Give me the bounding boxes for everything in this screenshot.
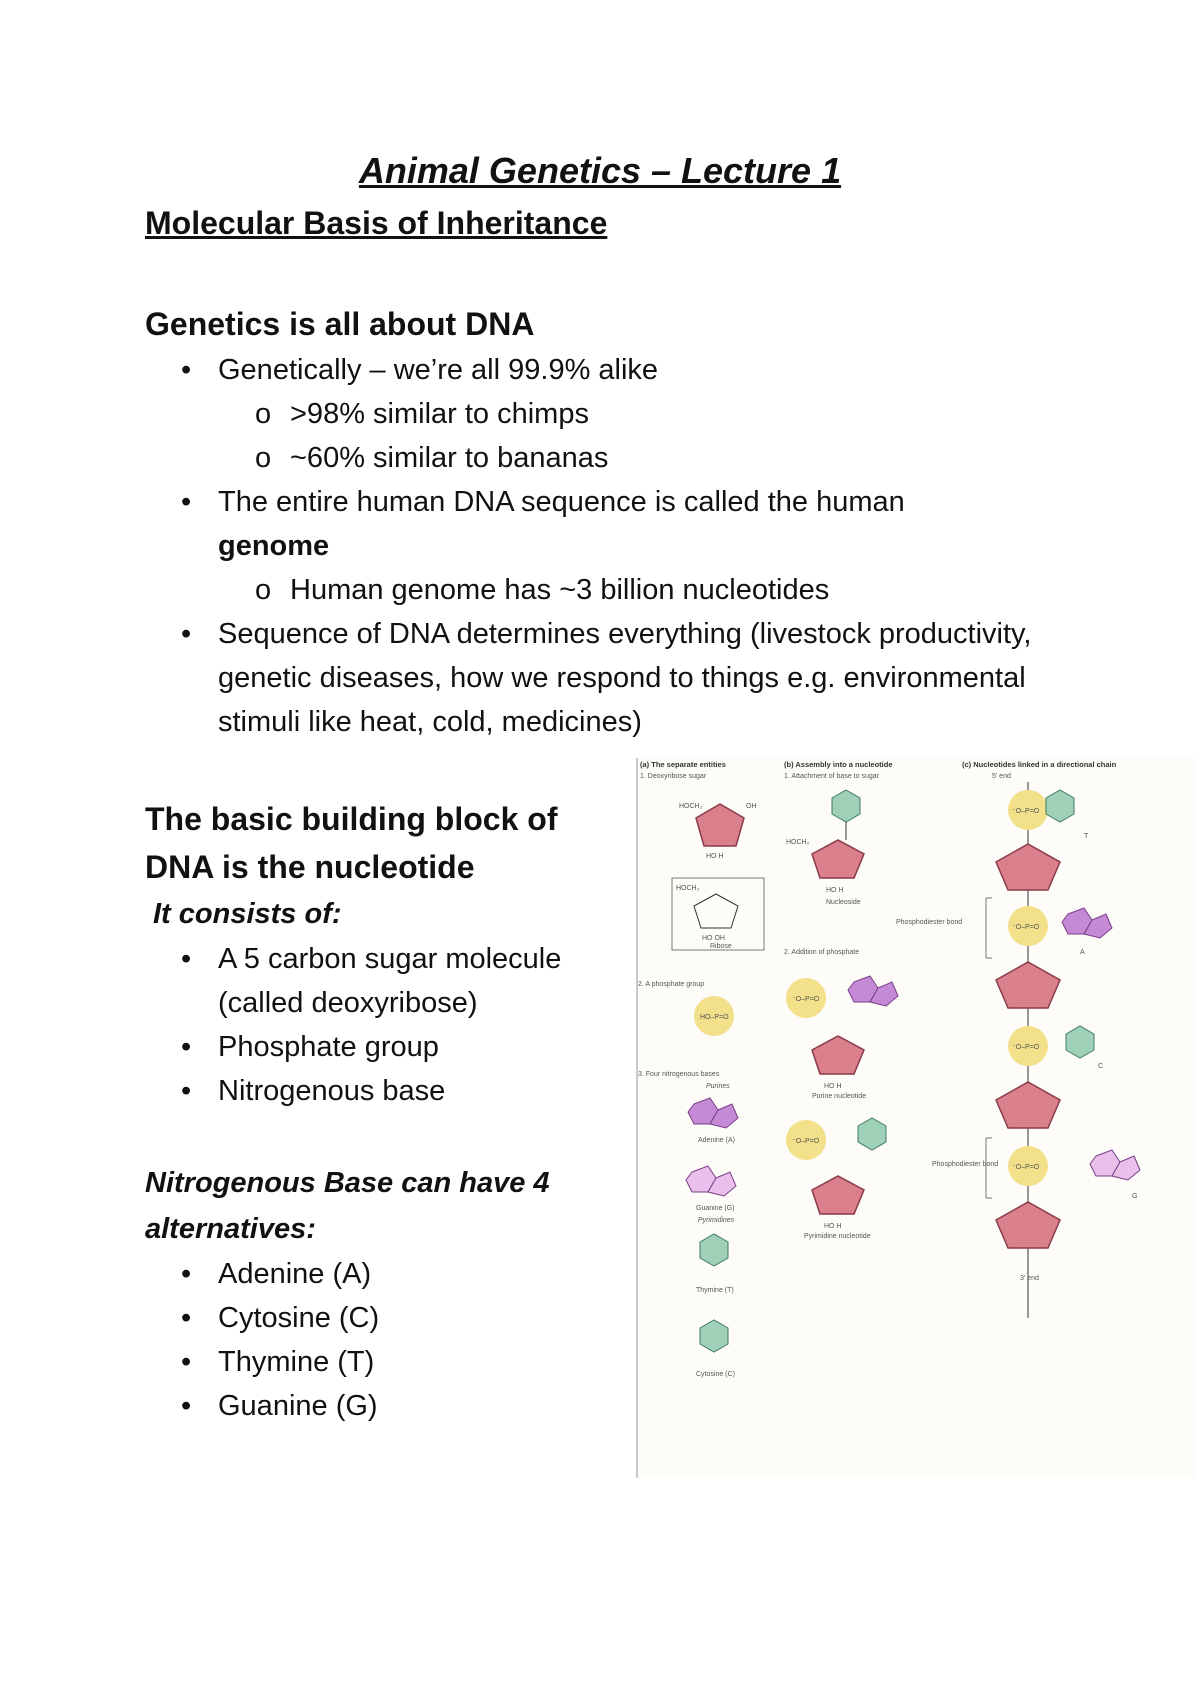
list-item: Guanine (G) xyxy=(145,1384,625,1428)
figure-heading-a: (a) The separate entities xyxy=(640,760,726,769)
sub-bullet-list: Human genome has ~3 billion nucleotides xyxy=(145,568,1105,612)
svg-text:HOCH₂: HOCH₂ xyxy=(679,803,703,810)
list-item: Cytosine (C) xyxy=(145,1296,625,1340)
svg-text:HO H: HO H xyxy=(826,887,844,894)
deoxyribose-sugar-shape: HOCH₂ OH HO H xyxy=(679,803,757,860)
sub-bullet-list: >98% similar to chimps ~60% similar to b… xyxy=(145,392,1105,480)
svg-text:OH: OH xyxy=(746,803,757,810)
ribose-box: HOCH₂ HO OH xyxy=(671,877,765,951)
bold-term-genome: genome xyxy=(218,530,330,562)
bullet-list: Adenine (A) Cytosine (C) Thymine (T) Gua… xyxy=(145,1252,625,1428)
list-item: Phosphate group xyxy=(145,1025,625,1069)
label-base-a: A xyxy=(1080,949,1085,956)
svg-text:HOCH₂: HOCH₂ xyxy=(786,839,810,846)
list-item: Nitrogenous base xyxy=(145,1069,625,1113)
svg-text:HO–P=O: HO–P=O xyxy=(700,1014,729,1021)
list-item: Genetically – we’re all 99.9% alike >98%… xyxy=(145,348,1105,480)
label-attachment: 1. Attachment of base to sugar xyxy=(784,773,880,780)
page-subtitle: Molecular Basis of Inheritance xyxy=(145,205,608,241)
svg-text:HO H: HO H xyxy=(824,1223,842,1230)
consists-label: It consists of: xyxy=(153,898,342,930)
svg-text:⁻O–P=O: ⁻O–P=O xyxy=(792,1138,820,1145)
svg-text:HO OH: HO OH xyxy=(702,935,725,942)
figure-heading-b: (b) Assembly into a nucleotide xyxy=(784,760,893,769)
label-cytosine: Cytosine (C) xyxy=(696,1371,735,1378)
phosphate-group-shape: HO–P=O xyxy=(694,996,734,1036)
svg-text:HO H: HO H xyxy=(706,853,724,860)
svg-text:HO H: HO H xyxy=(824,1083,842,1090)
sub-list-item: ~60% similar to bananas xyxy=(145,436,1105,480)
label-base-c: C xyxy=(1098,1063,1103,1070)
label-phosphodiester-1: Phosphodiester bond xyxy=(896,919,962,926)
sub-list-item: >98% similar to chimps xyxy=(145,392,1105,436)
svg-text:⁻O–P=O: ⁻O–P=O xyxy=(792,996,820,1003)
list-item: Thymine (T) xyxy=(145,1340,625,1384)
svg-text:⁻O–P=O: ⁻O–P=O xyxy=(1012,1164,1040,1171)
section-heading: Genetics is all about DNA xyxy=(145,306,535,342)
label-purines: Purines xyxy=(706,1083,730,1090)
page-title: Animal Genetics – Lecture 1 xyxy=(358,150,842,191)
nucleotide-diagram: (a) The separate entities (b) Assembly i… xyxy=(636,758,1141,1478)
bullet-list: A 5 carbon sugar molecule (called deoxyr… xyxy=(145,937,625,1113)
list-item: Sequence of DNA determines everything (l… xyxy=(145,612,1105,744)
sub-list-item: Human genome has ~3 billion nucleotides xyxy=(145,568,1105,612)
bullet-list: Genetically – we’re all 99.9% alike >98%… xyxy=(145,348,1105,744)
adenine-shape xyxy=(687,1097,739,1129)
section-genetics-dna: Genetics is all about DNA Genetically – … xyxy=(145,300,1105,744)
section-heading: The basic building block of xyxy=(145,801,558,837)
nucleoside-shape: HOCH₂ HO H xyxy=(786,789,865,894)
label-ribose: Ribose xyxy=(710,943,732,950)
figure-heading-c: (c) Nucleotides linked in a directional … xyxy=(962,760,1117,769)
list-item-text: The entire human DNA sequence is called … xyxy=(218,486,905,518)
label-phosphodiester-2: Phosphodiester bond xyxy=(932,1161,998,1168)
thymine-shape xyxy=(699,1233,729,1267)
purine-nucleotide-shape: ⁻O–P=O HO H xyxy=(786,975,899,1090)
label-phosphate-group: 2. A phosphate group xyxy=(638,981,704,988)
svg-text:HOCH₂: HOCH₂ xyxy=(676,885,700,892)
list-item-text: Genetically – we’re all 99.9% alike xyxy=(218,354,659,386)
svg-text:⁻O–P=O: ⁻O–P=O xyxy=(1012,1044,1040,1051)
nucleotide-figure: (a) The separate entities (b) Assembly i… xyxy=(636,758,1196,1478)
label-purine-nucleotide: Purine nucleotide xyxy=(812,1093,866,1100)
label-thymine: Thymine (T) xyxy=(696,1287,734,1294)
cytosine-shape xyxy=(699,1319,729,1353)
list-item: The entire human DNA sequence is called … xyxy=(145,480,1105,612)
section-nitrogenous-bases: Nitrogenous Base can have 4 alternatives… xyxy=(145,1160,625,1428)
label-base-g: G xyxy=(1132,1193,1137,1200)
label-four-bases: 3. Four nitrogenous bases xyxy=(638,1071,720,1078)
dna-chain-shape: ⁻O–P=O ⁻O–P=O ⁻O–P=O ⁻O–P=O xyxy=(985,782,1141,1318)
pyrimidine-nucleotide-shape: ⁻O–P=O HO H xyxy=(786,1117,887,1230)
list-item: A 5 carbon sugar molecule (called deoxyr… xyxy=(145,937,625,1025)
label-pyrimidine-nucleotide: Pyrimidine nucleotide xyxy=(804,1233,871,1240)
svg-text:⁻O–P=O: ⁻O–P=O xyxy=(1012,808,1040,815)
label-deoxyribose: 1. Deoxyribose sugar xyxy=(640,773,707,780)
label-guanine: Guanine (G) xyxy=(696,1205,735,1212)
section-heading: DNA is the nucleotide xyxy=(145,849,475,885)
label-addition: 2. Addition of phosphate xyxy=(784,949,859,956)
label-five-end: 5' end xyxy=(992,773,1011,780)
label-nucleoside: Nucleoside xyxy=(826,899,861,906)
section-nucleotide: The basic building block of DNA is the n… xyxy=(145,795,625,1113)
svg-text:⁻O–P=O: ⁻O–P=O xyxy=(1012,924,1040,931)
guanine-shape xyxy=(685,1165,737,1197)
label-adenine: Adenine (A) xyxy=(698,1137,735,1144)
label-pyrimidines: Pyrimidines xyxy=(698,1217,735,1224)
label-base-t: T xyxy=(1084,833,1089,840)
section-heading: Nitrogenous Base can have 4 alternatives… xyxy=(145,1167,550,1245)
list-item: Adenine (A) xyxy=(145,1252,625,1296)
label-three-end: 3' end xyxy=(1020,1275,1039,1282)
